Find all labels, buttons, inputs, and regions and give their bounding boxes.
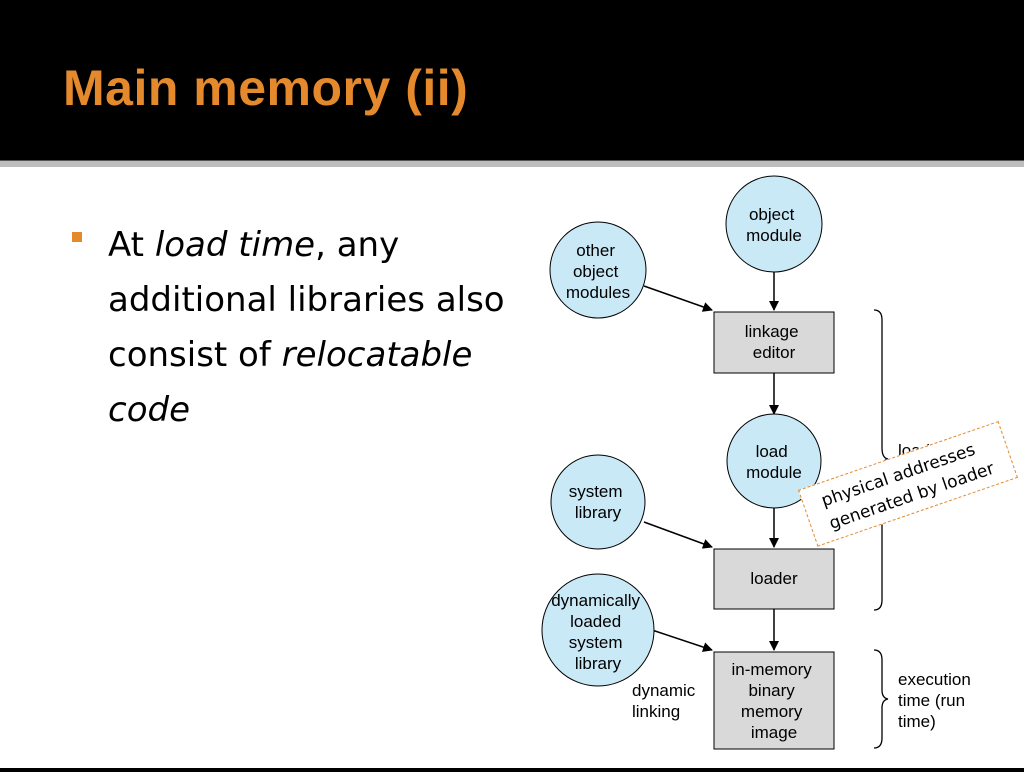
load-module-label: load module <box>746 442 802 482</box>
system-library-node <box>550 454 646 550</box>
loader-node <box>713 548 835 610</box>
object-module-node <box>725 175 823 273</box>
bullet-text-part: At <box>108 225 155 265</box>
in-memory-image-label: in-memory binary memory image <box>731 660 816 742</box>
slide-title: Main memory (ii) <box>63 60 469 116</box>
bullet-text: At load time, any additional libraries a… <box>108 218 508 438</box>
linkage-editor-label: linkage editor <box>745 322 804 362</box>
load-time-label: load time <box>898 441 935 480</box>
linking-loading-diagram: object module other object modules load … <box>540 172 1024 768</box>
system-library-label: system library <box>569 482 628 522</box>
title-divider <box>0 161 1024 167</box>
bullet-text-part: , any additional libraries also consist … <box>108 225 505 375</box>
execution-time-label: execution time (run time) <box>898 670 976 731</box>
relocatable-code-term: relocatable code <box>108 335 473 430</box>
other-object-modules-label: other object modules <box>566 241 630 302</box>
dynamically-loaded-system-library-label: dynamically loaded system library <box>551 591 645 673</box>
title-divider-dark <box>0 160 1024 161</box>
load-time-brace <box>873 309 889 611</box>
bullet-marker-icon <box>72 232 82 242</box>
title-bar: Main memory (ii) <box>0 0 1024 160</box>
dynamically-loaded-system-library-node <box>541 573 655 687</box>
arrow-system-library-to-loader <box>643 521 713 549</box>
in-memory-image-node <box>713 651 835 750</box>
linkage-editor-node <box>713 311 835 374</box>
other-object-modules-node <box>549 221 647 319</box>
load-module-node <box>726 413 822 509</box>
dynamic-linking-label: dynamic linking <box>632 681 700 721</box>
loader-label: loader <box>750 569 798 588</box>
arrow-other-modules-to-linkage <box>643 285 713 312</box>
load-time-term: load time <box>154 225 316 265</box>
object-module-label: object module <box>746 205 802 245</box>
execution-time-brace <box>873 649 889 749</box>
arrow-dynamic-library-to-image <box>651 629 713 652</box>
